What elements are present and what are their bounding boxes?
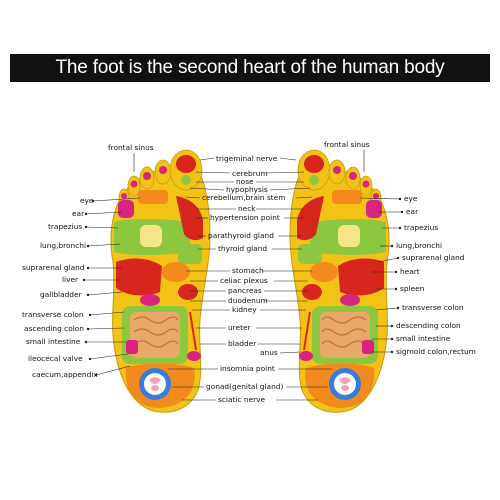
label-kidney-text: kidney (232, 305, 257, 314)
label-neck-text: neck (238, 204, 256, 213)
label-sciatic-nerve: sciatic nerve (182, 395, 318, 404)
label-parathyroid-gland: parathyroid gland (198, 231, 302, 240)
label-caecum-appendix: caecum,appendix (32, 365, 131, 379)
label-frontal-sinus-right: frontal sinus (324, 140, 370, 172)
page-title: The foot is the second heart of the huma… (55, 57, 445, 78)
label-frontal-sinus-right-text: frontal sinus (324, 140, 370, 149)
label-spleen-text: spleen (400, 284, 425, 293)
label-trigeminal-nerve-text: trigeminal nerve (216, 154, 278, 163)
label-hypertension-point-text: hypertension point (210, 213, 280, 222)
label-stomach-text: stomach (232, 266, 264, 275)
label-transverse-colon-right: transverse colon (375, 303, 464, 312)
label-transverse-colon-left-text: transverse colon (22, 310, 84, 319)
center-label-group: trigeminal nerve cerebrum nose hypophysi… (168, 154, 332, 404)
label-lung-bronchi-left: lung,bronchi (40, 241, 121, 250)
label-insomnia-point: insomnia point (168, 364, 332, 373)
label-gonad: gonad(genital gland) (172, 382, 328, 391)
label-eye-right-text: eye (404, 194, 418, 203)
label-anus: anus (260, 348, 301, 357)
label-cerebellum-brain-stem-text: cerebellum,brain stem (202, 193, 285, 202)
label-lung-bronchi-right-text: lung,bronchi (396, 241, 442, 250)
label-lung-bronchi-left-text: lung,bronchi (40, 241, 86, 250)
label-stomach: stomach (186, 266, 312, 275)
label-ear-right-text: ear (406, 207, 419, 216)
label-eye-left: eye (80, 196, 141, 205)
label-small-intestine-right: small intestine (372, 334, 451, 343)
label-cerebrum-text: cerebrum (232, 169, 268, 178)
label-duodenum: duodenum (190, 296, 308, 305)
label-sigmoid-colon-rectum: sigmoid colon,rectum (372, 347, 476, 356)
label-neck: neck (196, 204, 304, 213)
label-heart: heart (372, 267, 420, 276)
label-sciatic-nerve-text: sciatic nerve (218, 395, 266, 404)
label-anus-text: anus (260, 348, 278, 357)
label-pancreas-text: pancreas (228, 286, 262, 295)
label-eye-left-text: eye (80, 196, 94, 205)
label-ureter-text: ureter (228, 323, 252, 332)
label-hypophysis-text: hypophysis (226, 185, 268, 194)
label-kidney: kidney (192, 305, 306, 314)
label-lung-bronchi-right: lung,bronchi (380, 241, 442, 250)
label-bladder: bladder (200, 339, 300, 348)
label-gallbladder-text: gallbladder (40, 290, 83, 299)
label-descending-colon: descending colon (376, 321, 461, 330)
label-small-intestine-left-text: small intestine (26, 337, 81, 346)
label-descending-colon-text: descending colon (396, 321, 461, 330)
label-ascending-colon: ascending colon (24, 324, 125, 333)
label-ileocecal-valve: ileocecal valve (28, 353, 129, 363)
label-liver-text: liver (62, 275, 79, 284)
label-gonad-text: gonad(genital gland) (206, 382, 283, 391)
label-trigeminal-nerve: trigeminal nerve (199, 154, 297, 163)
label-sigmoid-colon-rectum-text: sigmoid colon,rectum (396, 347, 476, 356)
label-spleen: spleen (376, 284, 425, 293)
label-suprarenal-gland-left-text: suprarenal gland (22, 263, 85, 272)
label-thyroid-gland: thyroid gland (198, 244, 302, 253)
label-ureter: ureter (196, 323, 302, 332)
label-trapezius-left: trapezius (48, 222, 119, 231)
label-parathyroid-gland-text: parathyroid gland (208, 231, 274, 240)
label-thyroid-gland-text: thyroid gland (218, 244, 267, 253)
right-label-group: frontal sinus eye ear trapezius lung,bro… (324, 140, 476, 356)
label-bladder-text: bladder (228, 339, 257, 348)
label-suprarenal-gland-right-text: suprarenal gland (402, 253, 465, 262)
label-gallbladder: gallbladder (40, 290, 123, 299)
label-ileocecal-valve-text: ileocecal valve (28, 354, 83, 363)
label-ear-left-text: ear (72, 209, 85, 218)
label-insomnia-point-text: insomnia point (220, 364, 275, 373)
label-trapezius-right: trapezius (382, 223, 438, 232)
label-small-intestine-left: small intestine (26, 337, 126, 346)
label-cerebrum: cerebrum (195, 169, 305, 178)
label-ear-right: ear (378, 207, 419, 216)
label-nose: nose (196, 177, 304, 186)
label-celiac-plexus-text: celiac plexus (220, 276, 268, 285)
label-transverse-colon-left: transverse colon (22, 310, 125, 319)
label-hypertension-point: hypertension point (196, 213, 304, 222)
left-label-group: frontal sinus eye ear trapezius lung,bro… (22, 143, 154, 379)
label-hypophysis: hypophysis (189, 185, 311, 194)
label-trapezius-right-text: trapezius (404, 223, 438, 232)
label-ear-left: ear (72, 209, 123, 218)
label-caecum-appendix-text: caecum,appendix (32, 370, 98, 379)
label-suprarenal-gland-right: suprarenal gland (377, 253, 465, 263)
label-suprarenal-gland-left: suprarenal gland (22, 263, 122, 272)
label-cerebellum-brain-stem: cerebellum,brain stem (185, 193, 313, 202)
label-frontal-sinus-left-text: frontal sinus (108, 143, 154, 152)
label-duodenum-text: duodenum (228, 296, 268, 305)
label-nose-text: nose (236, 177, 254, 186)
label-pancreas: pancreas (190, 286, 308, 295)
label-frontal-sinus-left: frontal sinus (108, 143, 154, 172)
label-heart-text: heart (400, 267, 420, 276)
label-small-intestine-right-text: small intestine (396, 334, 451, 343)
label-celiac-plexus: celiac plexus (190, 276, 308, 285)
label-eye-right: eye (359, 194, 418, 203)
label-ascending-colon-text: ascending colon (24, 324, 84, 333)
label-trapezius-left-text: trapezius (48, 222, 82, 231)
label-transverse-colon-right-text: transverse colon (402, 303, 464, 312)
label-liver: liver (62, 275, 120, 284)
title-banner: The foot is the second heart of the huma… (10, 54, 490, 82)
